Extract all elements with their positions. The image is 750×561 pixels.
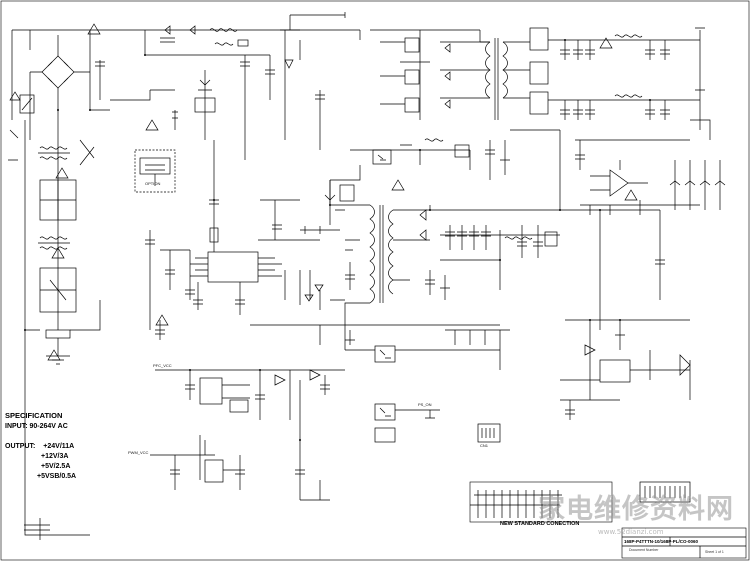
pwm-controller-ic xyxy=(207,251,259,283)
spec-output-2: +12V/3A xyxy=(41,452,69,460)
watermark-url: www.52dianzi.com xyxy=(598,528,664,536)
common-mode-choke-1 xyxy=(38,146,70,160)
common-mode-choke-2 xyxy=(38,236,70,250)
option-label: OPTION xyxy=(145,181,161,186)
pwm-vcc-label: PWM_VCC xyxy=(128,450,149,455)
ps-on-label: PS_ON xyxy=(418,402,432,407)
spec-title: SPECIFICATION xyxy=(5,411,63,420)
specification-block: SPECIFICATION INPUT: 90-264V AC OUTPUT: … xyxy=(5,412,76,480)
cn1-label: CN1 xyxy=(480,443,489,448)
pfc-vcc-label: PFC_VCC xyxy=(153,363,172,368)
title-block-document-number: Document Number xyxy=(629,548,659,552)
spec-output-4: +5VSB/0.5A xyxy=(37,472,77,480)
spec-output-title: OUTPUT: +24V/11A xyxy=(5,442,75,450)
spec-output-3: +5V/2.5A xyxy=(41,462,71,470)
title-block-sheet: Sheet 1 of 1 xyxy=(705,550,724,554)
opamp xyxy=(590,169,648,197)
title-block-part-number: 168P-P4TTTN-10/168P-PL/CO-0060 xyxy=(624,539,699,544)
main-transformer xyxy=(369,204,394,304)
spec-output-1: +24V/11A xyxy=(43,442,75,450)
llc-transformer xyxy=(485,38,508,120)
bridge-rectifier xyxy=(30,35,90,110)
new-standard-connection-label: NEW STANDARD CONECTION xyxy=(500,521,580,527)
watermark-text: 家电维修资料网 xyxy=(538,494,734,525)
spec-input: INPUT: 90-264V AC xyxy=(5,422,68,430)
